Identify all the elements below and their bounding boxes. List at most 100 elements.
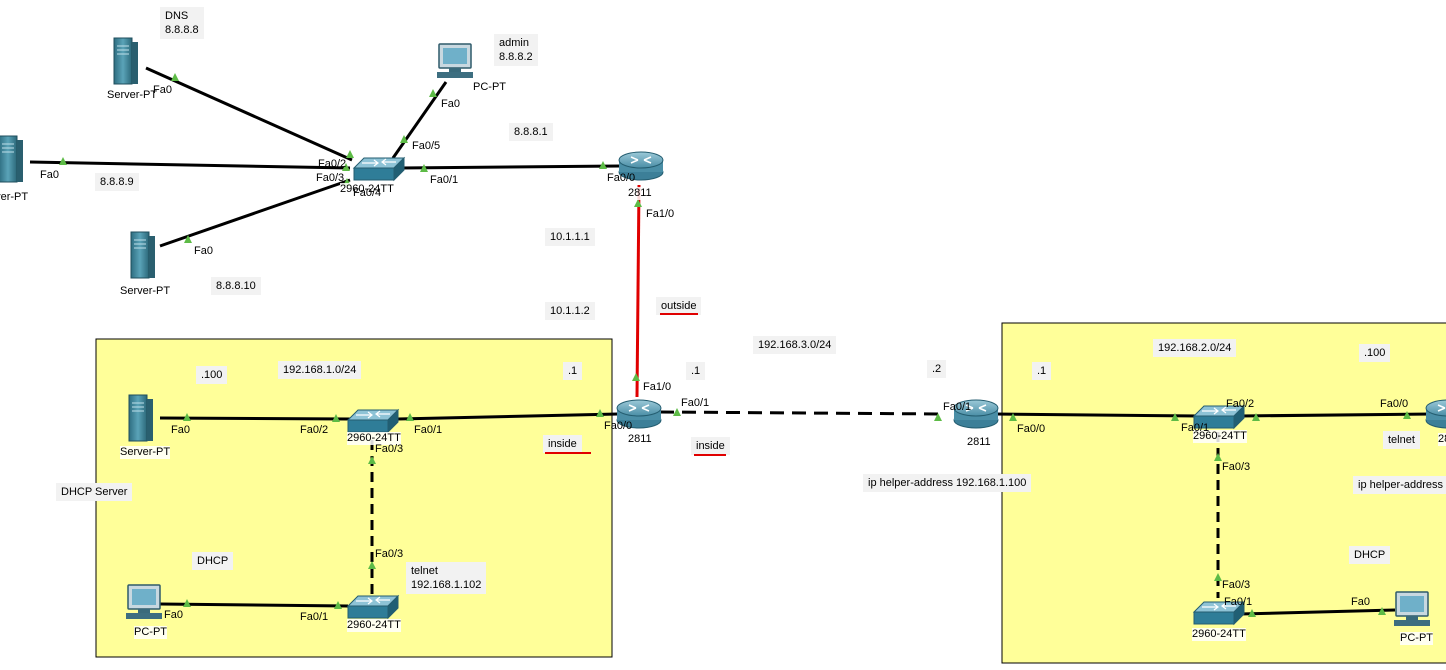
note-inside-mid[interactable]: inside (691, 437, 730, 455)
port-label: Fa0 (441, 98, 460, 110)
inside-mid-underline (694, 454, 726, 456)
note-net-192-168-3[interactable]: 192.168.3.0/24 (753, 336, 837, 354)
note-right-100[interactable]: .100 (1359, 344, 1391, 362)
note-mid-1[interactable]: .1 (686, 362, 706, 380)
device-label-lan1-pc: PC-PT (134, 626, 167, 639)
link-lan2-switch-router[interactable] (1239, 412, 1433, 418)
port-label: Fa0/3 (375, 443, 404, 455)
port-label: Fa0/2 (1226, 398, 1255, 410)
note-ip-10-1-1-1[interactable]: 10.1.1.1 (545, 228, 595, 246)
note-right-2[interactable]: .2 (927, 360, 947, 378)
device-label-lan2-pc: PC-PT (1400, 632, 1433, 645)
link-switch-router[interactable] (399, 164, 621, 170)
router-icon[interactable] (1425, 399, 1446, 429)
note-right-1[interactable]: .1 (1032, 362, 1052, 380)
note-inside-left[interactable]: inside (543, 435, 582, 453)
note-dhcp-server[interactable]: DHCP Server (56, 483, 133, 501)
port-label: Fa0/4 (353, 187, 382, 199)
port-label: Fa0/3 (316, 172, 345, 184)
device-label-top-router: 2811 (628, 187, 652, 200)
link-lan2-switch-pc[interactable] (1239, 608, 1396, 616)
note-dhcp-right[interactable]: DHCP (1349, 546, 1391, 564)
note-telnet-right[interactable]: telnet (1383, 431, 1420, 449)
device-label-top-switch: 2960-24TT (340, 183, 394, 196)
port-label: Fa0 (171, 424, 190, 436)
port-label: Fa0/1 (681, 397, 710, 409)
server-icon[interactable] (0, 135, 24, 183)
device-label-lan1-switch2: 2960-24TT (347, 619, 401, 632)
port-indicator (634, 199, 642, 207)
note-net-192-168-1[interactable]: 192.168.1.0/24 (278, 361, 362, 379)
port-label: Fa0/5 (412, 140, 441, 152)
port-label: Fa0 (153, 84, 172, 96)
inside-left-underline (545, 452, 591, 454)
port-indicator (429, 89, 437, 97)
switch-icon[interactable] (353, 157, 405, 181)
device-label-dns-server: Server-PT (107, 89, 158, 102)
switch-icon[interactable] (347, 409, 399, 433)
link-wan[interactable] (635, 184, 641, 398)
port-label: Fa0/0 (1380, 398, 1409, 410)
device-label-lan2-switch2: 2960-24TT (1192, 628, 1246, 641)
note-telnet-left[interactable]: telnet 192.168.1.102 (406, 562, 487, 594)
port-label: Fa0/1 (1224, 596, 1253, 608)
note-left-100[interactable]: .100 (196, 366, 228, 384)
port-label: Fa0 (194, 245, 213, 257)
dhcp-server-icon[interactable] (128, 394, 154, 442)
note-left-1[interactable]: .1 (563, 362, 583, 380)
note-ip-8-8-8-1[interactable]: 8.8.8.1 (509, 123, 553, 141)
link-lan1-switch-router[interactable] (397, 412, 619, 421)
port-label: Fa1/0 (643, 381, 672, 393)
note-dhcp-left[interactable]: DHCP (192, 552, 234, 570)
device-label-bottom-server: Server-PT (120, 285, 171, 298)
link-lan1-server-switch[interactable] (159, 416, 351, 421)
server-icon[interactable] (130, 231, 156, 279)
port-label: Fa0/1 (414, 424, 443, 436)
dns-server-icon[interactable] (113, 37, 139, 85)
admin-pc-icon[interactable] (436, 43, 474, 79)
link-admin-switch[interactable] (391, 81, 448, 159)
port-label: Fa0/3 (1222, 461, 1251, 473)
port-label: Fa0/1 (430, 174, 459, 186)
link-router-router[interactable] (659, 410, 947, 416)
port-indicator (171, 73, 179, 81)
device-label-lan2-edge-router: 2811 (1438, 433, 1446, 446)
pc-icon[interactable] (1393, 591, 1431, 627)
device-label-lan1-server: Server-PT (120, 446, 171, 459)
port-indicator (632, 373, 640, 381)
link-server-switch[interactable] (29, 160, 351, 170)
device-label-left-server: Server-PT (0, 191, 29, 204)
link-dns-switch[interactable] (145, 66, 353, 162)
note-ip-10-1-1-2[interactable]: 10.1.1.2 (545, 302, 595, 320)
note-admin[interactable]: admin 8.8.8.2 (494, 34, 538, 66)
note-helper-right[interactable]: ip helper-address (1353, 476, 1446, 494)
port-label: Fa0/1 (943, 401, 972, 413)
note-dns[interactable]: DNS 8.8.8.8 (160, 7, 204, 39)
note-outside[interactable]: outside (656, 297, 702, 315)
port-label: Fa0/1 (300, 611, 329, 623)
port-label: Fa0/0 (607, 172, 636, 184)
port-label: Fa0 (40, 169, 59, 181)
port-label: Fa0/0 (604, 420, 633, 432)
port-indicator (346, 150, 354, 158)
link-router2-switch[interactable] (994, 412, 1201, 418)
device-label-lan1-switch: 2960-24TT (347, 432, 401, 445)
port-indicator (673, 408, 681, 416)
link-lan1-pc-switch[interactable] (159, 602, 349, 608)
port-indicator (59, 157, 67, 165)
port-label: Fa0 (164, 609, 183, 621)
note-helper-mid[interactable]: ip helper-address 192.168.1.100 (863, 474, 1032, 492)
port-label: Fa0/0 (1017, 423, 1046, 435)
note-ip-8-8-8-10[interactable]: 8.8.8.10 (211, 277, 261, 295)
port-label: Fa0/1 (1181, 422, 1210, 434)
link-server2-switch[interactable] (159, 178, 351, 248)
note-ip-8-8-8-9[interactable]: 8.8.8.9 (95, 173, 139, 191)
switch-icon[interactable] (347, 595, 399, 619)
device-label-lan1-router: 2811 (628, 433, 652, 446)
port-label: Fa0/2 (318, 158, 347, 170)
pc-icon[interactable] (125, 584, 163, 620)
port-label: Fa0 (1351, 596, 1370, 608)
outside-underline (660, 313, 698, 315)
note-net-192-168-2[interactable]: 192.168.2.0/24 (1153, 339, 1237, 357)
